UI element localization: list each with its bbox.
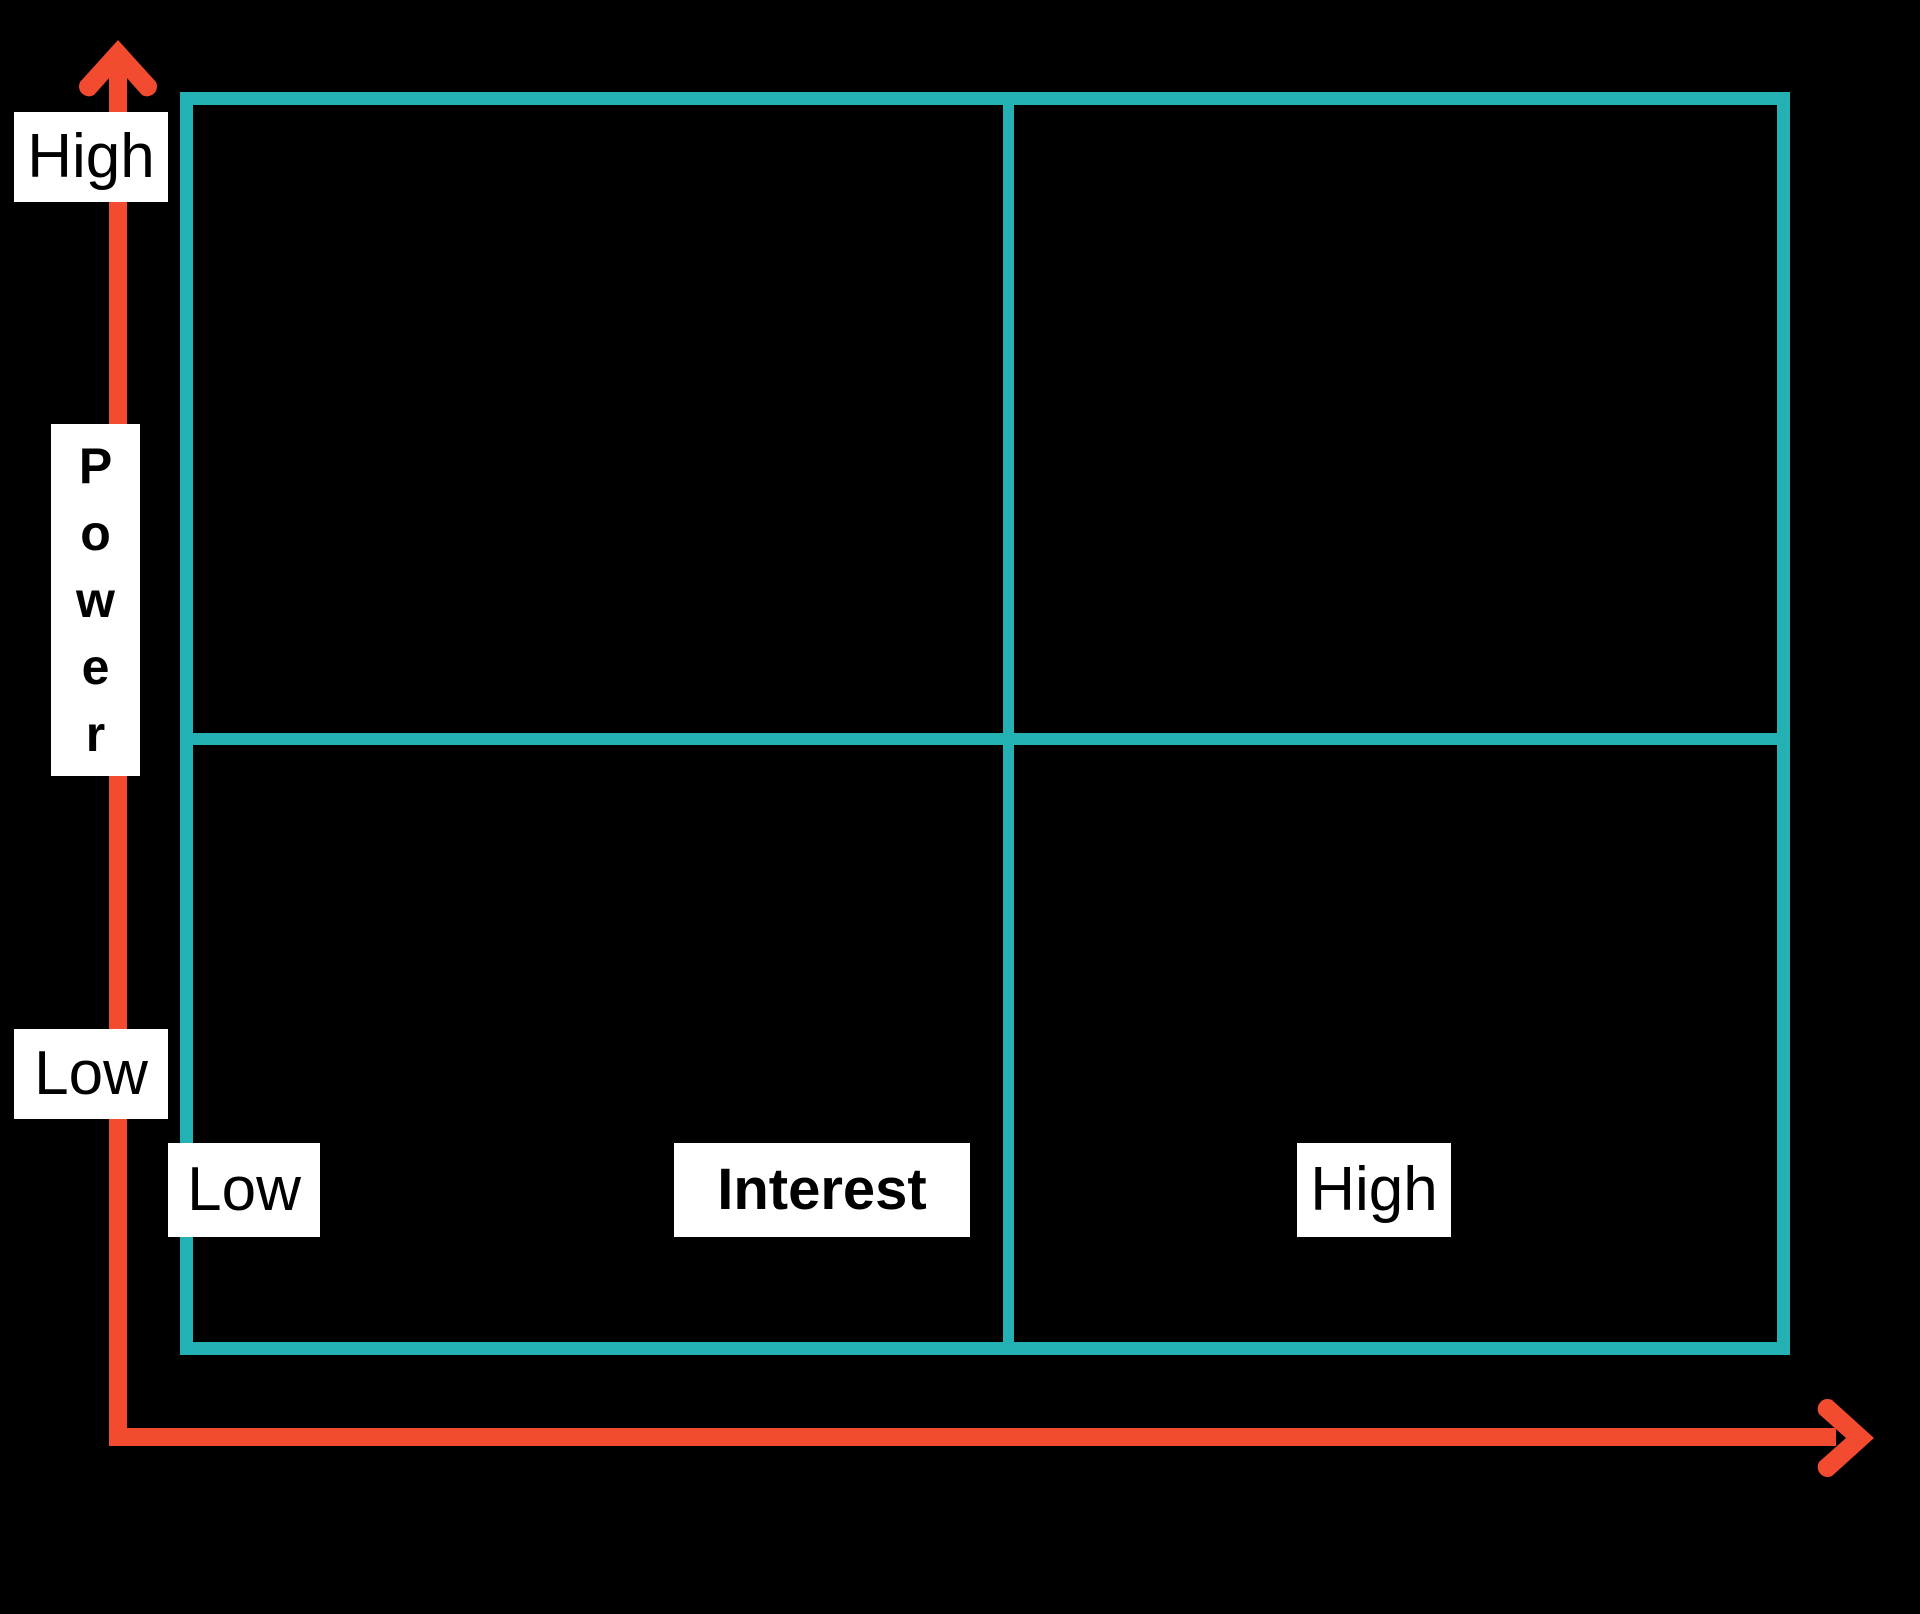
arrow-up-icon	[76, 38, 160, 98]
x-axis-line	[109, 1428, 1836, 1446]
arrow-right-icon	[1814, 1396, 1876, 1480]
y-axis-low-text: Low	[34, 1039, 148, 1108]
y-axis-title-letter-3: e	[81, 639, 110, 695]
matrix-horizontal-divider	[180, 733, 1790, 745]
quadrant-top-left[interactable]	[193, 105, 1003, 733]
x-axis-title: Interest	[674, 1143, 970, 1237]
x-axis-title-text: Interest	[717, 1157, 927, 1222]
quadrant-bottom-right[interactable]	[1014, 745, 1777, 1342]
y-axis-low-label: Low	[14, 1029, 168, 1119]
y-axis-title-letter-0: P	[78, 438, 113, 494]
x-axis-low-text: Low	[187, 1155, 301, 1224]
matrix-outline	[180, 92, 1790, 1355]
matrix-vertical-divider	[1003, 92, 1014, 1355]
y-axis-title-letter-4: r	[85, 706, 106, 762]
x-axis-high-text: High	[1310, 1155, 1438, 1224]
quadrant-top-right[interactable]	[1014, 105, 1777, 733]
y-axis-title: P o w e r	[51, 424, 140, 776]
y-axis-title-letter-1: o	[80, 505, 111, 561]
quadrant-bottom-left[interactable]	[193, 745, 1003, 1342]
x-axis-low-label: Low	[168, 1143, 320, 1237]
y-axis-high-label: High	[14, 112, 168, 202]
y-axis-title-letter-2: w	[76, 572, 115, 628]
y-axis-high-text: High	[27, 122, 155, 191]
x-axis-high-label: High	[1297, 1143, 1451, 1237]
